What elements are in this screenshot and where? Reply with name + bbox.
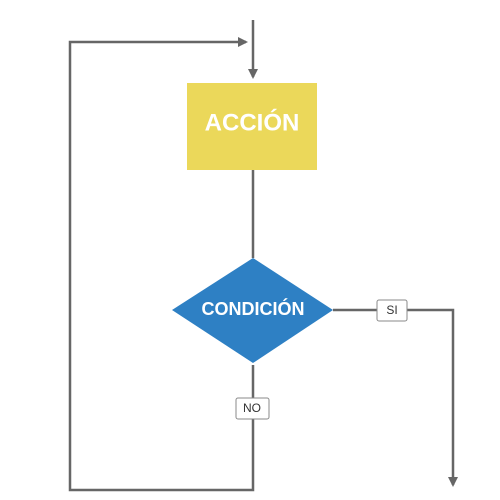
yes-label-text: SI [386,303,397,317]
condition-diamond [172,258,333,363]
yes-edge-label: SI [376,299,408,322]
yes-branch-arrow [333,308,458,487]
loop-back-arrow [68,37,255,492]
action-box [187,83,317,170]
no-label-text: NO [243,401,261,415]
action-node: ACCIÓN [187,83,317,170]
action-label: ACCIÓN [205,108,300,136]
yes-label-box [376,299,408,322]
condition-label: CONDICIÓN [202,298,305,319]
condition-node: CONDICIÓN [172,258,333,363]
no-label-box [235,397,270,420]
no-edge-label: NO [235,397,270,420]
